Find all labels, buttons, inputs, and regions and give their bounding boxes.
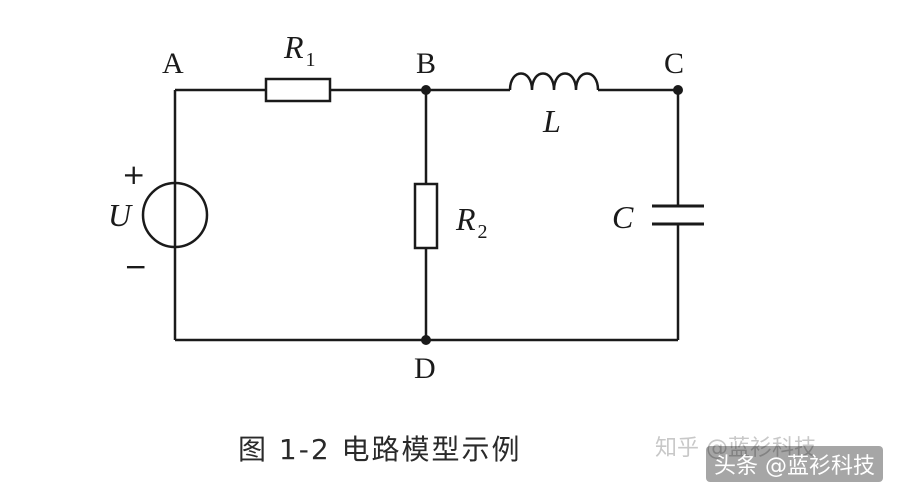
label-r2-sub: 2 bbox=[478, 221, 488, 243]
junction-d bbox=[421, 335, 431, 345]
polarity-minus: − bbox=[124, 250, 147, 283]
capacitor-c bbox=[652, 204, 704, 226]
label-c: C bbox=[612, 199, 634, 235]
polarity-plus: + bbox=[122, 158, 145, 191]
label-r1-letter: R bbox=[283, 29, 304, 65]
inductor-l bbox=[508, 72, 600, 91]
voltage-source-u bbox=[141, 181, 209, 249]
junction-c bbox=[673, 85, 683, 95]
resistor-r1 bbox=[264, 77, 332, 103]
watermark-zhihu: 知乎 @蓝衫科技 bbox=[655, 436, 816, 461]
node-label-a: A bbox=[162, 47, 184, 80]
label-r1-sub: 1 bbox=[306, 49, 316, 71]
watermark-toutiao: 头条 @蓝衫科技 bbox=[706, 446, 883, 482]
node-label-c: C bbox=[664, 47, 684, 80]
label-r2-letter: R bbox=[455, 201, 476, 237]
resistor-r2 bbox=[413, 182, 439, 250]
label-l: L bbox=[542, 103, 561, 139]
node-label-b: B bbox=[416, 47, 436, 80]
junction-b bbox=[421, 85, 431, 95]
figure-caption: 图 1-2 电路模型示例 bbox=[238, 433, 522, 466]
label-u: U bbox=[108, 197, 133, 233]
node-label-d: D bbox=[414, 352, 436, 385]
